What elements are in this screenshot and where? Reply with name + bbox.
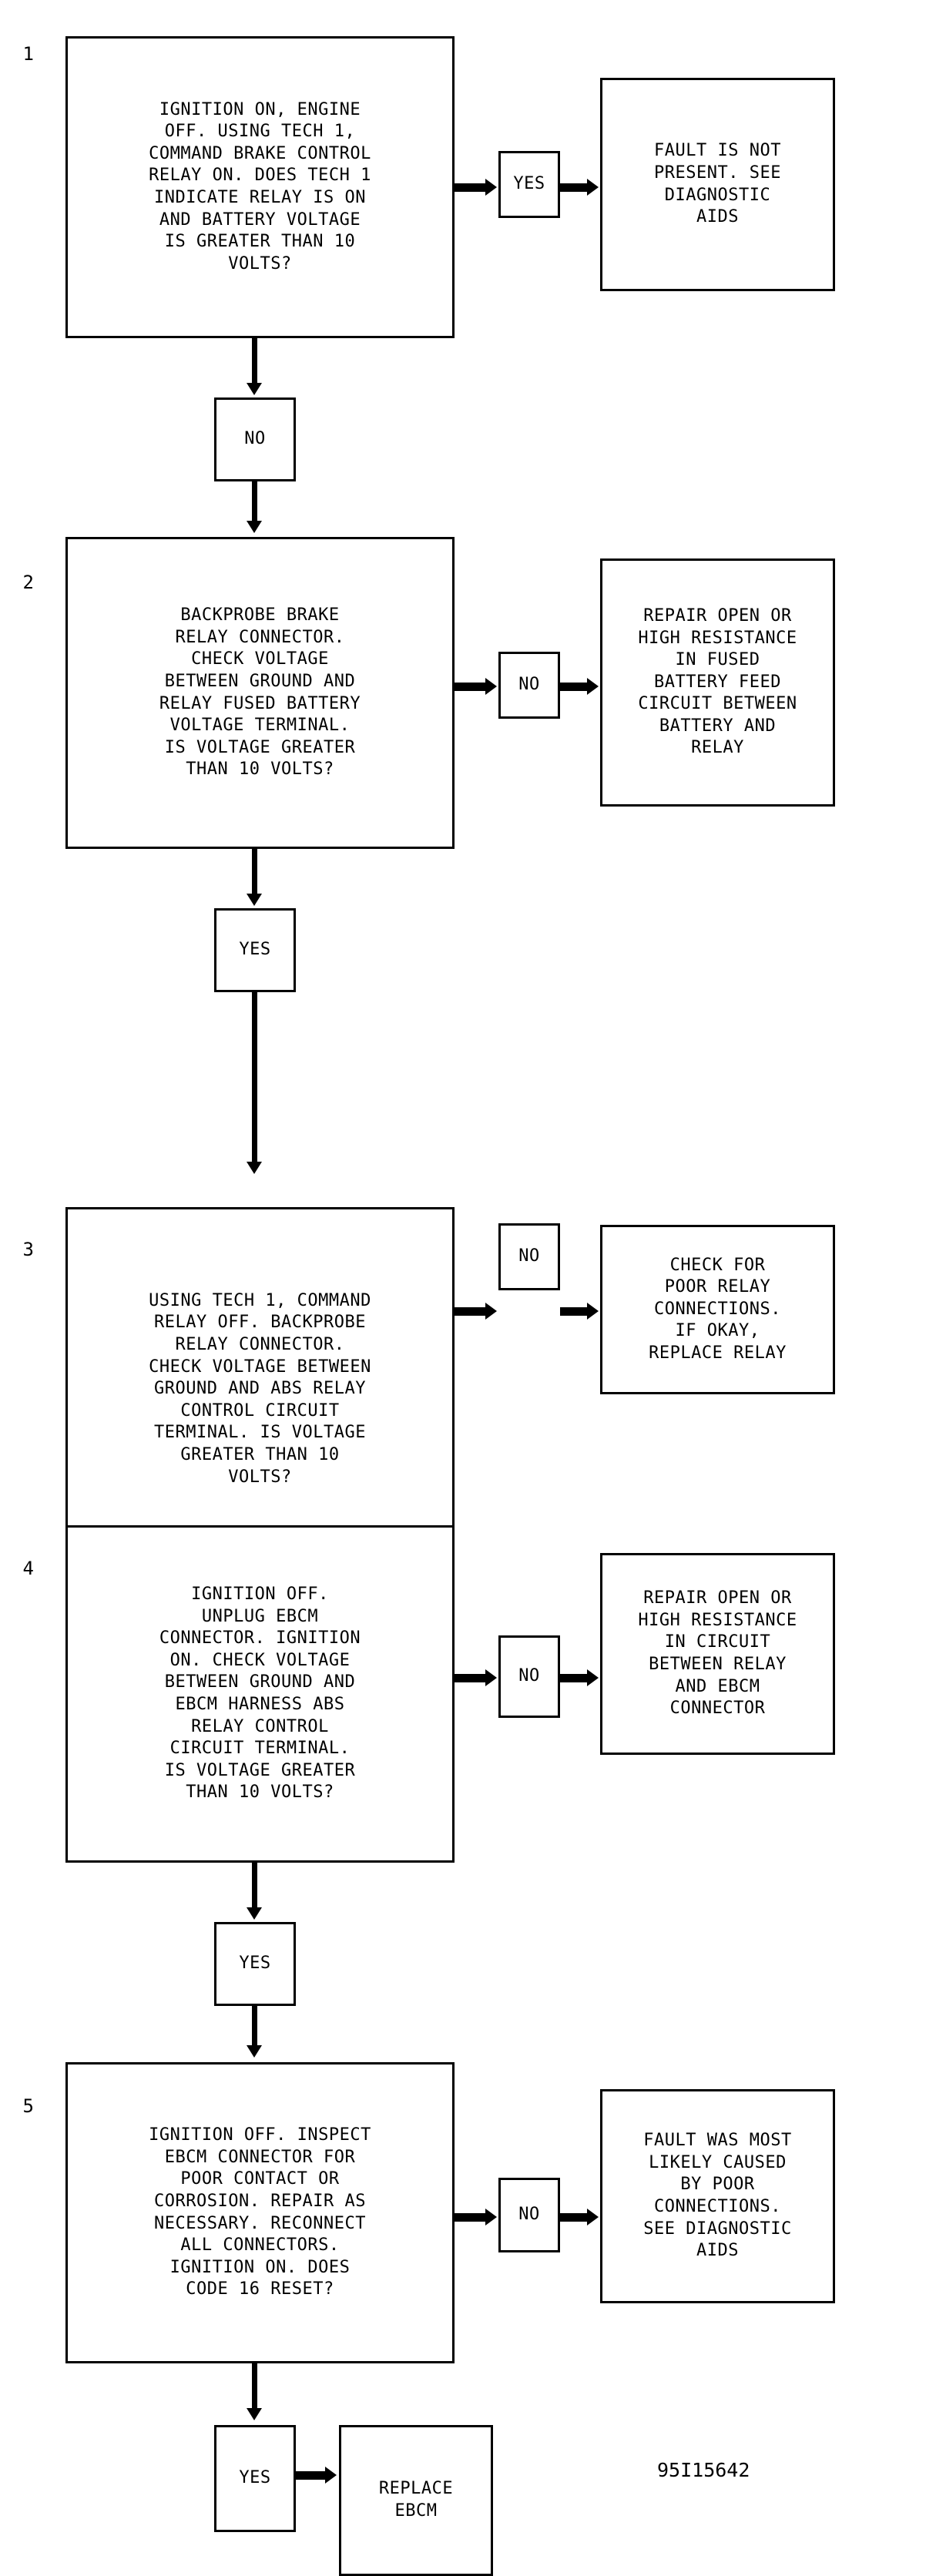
step-box-3: USING TECH 1, COMMAND RELAY OFF. BACKPRO… bbox=[65, 1207, 455, 1571]
arrow-head-5-result bbox=[587, 2209, 599, 2225]
branch-box-2-yes: YES bbox=[214, 908, 296, 992]
arrow-head-5-yes-in bbox=[247, 2408, 262, 2420]
branch-label-final-yes: YES bbox=[239, 2468, 271, 2488]
arrow-shaft-4-no bbox=[455, 1674, 485, 1682]
step-box-5: IGNITION OFF. INSPECT EBCM CONNECTOR FOR… bbox=[65, 2062, 455, 2363]
arrow-shaft-3-result bbox=[560, 1307, 587, 1316]
step-box-2: BACKPROBE BRAKE RELAY CONNECTOR. CHECK V… bbox=[65, 537, 455, 849]
branch-label-4-no: NO bbox=[518, 1666, 540, 1686]
arrow-shaft-1-yes bbox=[455, 183, 485, 192]
arrow-head-3-result bbox=[587, 1303, 599, 1320]
branch-box-4-no: NO bbox=[498, 1635, 560, 1718]
arrow-head-3-no bbox=[485, 1303, 497, 1320]
branch-label-2-yes: YES bbox=[239, 940, 271, 960]
step-number-1: 1 bbox=[22, 43, 34, 65]
arrow-head-4-yes-out bbox=[247, 2045, 262, 2058]
result-box-5: FAULT WAS MOST LIKELY CAUSED BY POOR CON… bbox=[600, 2089, 835, 2303]
step-text-1: IGNITION ON, ENGINE OFF. USING TECH 1, C… bbox=[149, 99, 371, 273]
arrow-shaft-5-result bbox=[560, 2213, 587, 2222]
arrow-shaft-1-result bbox=[560, 183, 587, 192]
arrow-head-2-result bbox=[587, 678, 599, 695]
result-text-5: FAULT WAS MOST LIKELY CAUSED BY POOR CON… bbox=[643, 2131, 792, 2261]
arrow-head-2-yes-out bbox=[247, 1162, 262, 1174]
arrow-head-1-no-out bbox=[247, 521, 262, 533]
step-box-4: IGNITION OFF. UNPLUG EBCM CONNECTOR. IGN… bbox=[65, 1525, 455, 1863]
branch-box-2-no: NO bbox=[498, 652, 560, 719]
step-number-4: 4 bbox=[22, 1558, 34, 1579]
result-box-2: REPAIR OPEN OR HIGH RESISTANCE IN FUSED … bbox=[600, 558, 835, 807]
arrow-shaft-5-yes-in bbox=[252, 2363, 257, 2410]
branch-label-4-yes: YES bbox=[239, 1954, 271, 1974]
branch-label-1-no: NO bbox=[244, 429, 266, 449]
step-number-5: 5 bbox=[22, 2095, 34, 2117]
result-box-4: REPAIR OPEN OR HIGH RESISTANCE IN CIRCUI… bbox=[600, 1553, 835, 1755]
arrow-head-1-yes bbox=[485, 179, 497, 196]
arrow-shaft-2-result bbox=[560, 683, 587, 691]
arrow-head-1-result bbox=[587, 179, 599, 196]
arrow-head-final bbox=[325, 2467, 337, 2484]
result-text-2: REPAIR OPEN OR HIGH RESISTANCE IN FUSED … bbox=[638, 605, 797, 758]
arrow-shaft-4-yes-out bbox=[252, 2006, 257, 2046]
branch-label-1-yes: YES bbox=[513, 174, 545, 194]
branch-box-final-yes: YES bbox=[214, 2425, 296, 2532]
result-text-3: CHECK FOR POOR RELAY CONNECTIONS. IF OKA… bbox=[649, 1255, 787, 1363]
arrow-shaft-4-yes-in bbox=[252, 1863, 257, 1909]
result-box-final: REPLACE EBCM bbox=[339, 2425, 493, 2576]
arrow-shaft-final bbox=[296, 2471, 325, 2480]
result-text-final: REPLACE EBCM bbox=[378, 2479, 454, 2521]
arrow-shaft-1-no-in bbox=[252, 338, 257, 384]
arrow-head-5-no bbox=[485, 2209, 497, 2225]
diagram-id-code: 95I15642 bbox=[657, 2459, 750, 2481]
arrow-shaft-1-no-out bbox=[252, 481, 257, 522]
arrow-shaft-2-no bbox=[455, 683, 485, 691]
arrow-shaft-4-result bbox=[560, 1674, 587, 1682]
branch-box-1-no: NO bbox=[214, 397, 296, 481]
result-text-1: FAULT IS NOT PRESENT. SEE DIAGNOSTIC AID… bbox=[654, 141, 781, 227]
branch-label-2-no: NO bbox=[518, 675, 540, 695]
branch-label-3-no: NO bbox=[518, 1246, 540, 1266]
step-number-2: 2 bbox=[22, 572, 34, 593]
arrow-head-1-no-in bbox=[247, 383, 262, 395]
branch-box-3-no: NO bbox=[498, 1223, 560, 1290]
branch-box-1-yes: YES bbox=[498, 151, 560, 218]
arrow-shaft-2-yes-out bbox=[252, 992, 257, 1163]
arrow-head-4-yes-in bbox=[247, 1907, 262, 1920]
arrow-head-2-yes-in bbox=[247, 894, 262, 906]
arrow-shaft-2-yes-in bbox=[252, 849, 257, 895]
step-text-4: IGNITION OFF. UNPLUG EBCM CONNECTOR. IGN… bbox=[159, 1585, 361, 1803]
step-text-5: IGNITION OFF. INSPECT EBCM CONNECTOR FOR… bbox=[149, 2125, 371, 2299]
branch-label-5-no: NO bbox=[518, 2205, 540, 2225]
arrow-head-4-result bbox=[587, 1669, 599, 1686]
step-number-3: 3 bbox=[22, 1239, 34, 1260]
arrow-shaft-5-no bbox=[455, 2213, 485, 2222]
result-box-1: FAULT IS NOT PRESENT. SEE DIAGNOSTIC AID… bbox=[600, 78, 835, 291]
branch-box-4-yes: YES bbox=[214, 1922, 296, 2006]
step-text-2: BACKPROBE BRAKE RELAY CONNECTOR. CHECK V… bbox=[159, 605, 361, 780]
arrow-head-2-no bbox=[485, 678, 497, 695]
result-box-3: CHECK FOR POOR RELAY CONNECTIONS. IF OKA… bbox=[600, 1225, 835, 1394]
branch-box-5-no: NO bbox=[498, 2178, 560, 2252]
result-text-4: REPAIR OPEN OR HIGH RESISTANCE IN CIRCUI… bbox=[638, 1588, 797, 1719]
step-text-3: USING TECH 1, COMMAND RELAY OFF. BACKPRO… bbox=[149, 1290, 371, 1487]
arrow-shaft-3-no bbox=[455, 1307, 485, 1316]
arrow-head-4-no bbox=[485, 1669, 497, 1686]
step-box-1: IGNITION ON, ENGINE OFF. USING TECH 1, C… bbox=[65, 36, 455, 338]
